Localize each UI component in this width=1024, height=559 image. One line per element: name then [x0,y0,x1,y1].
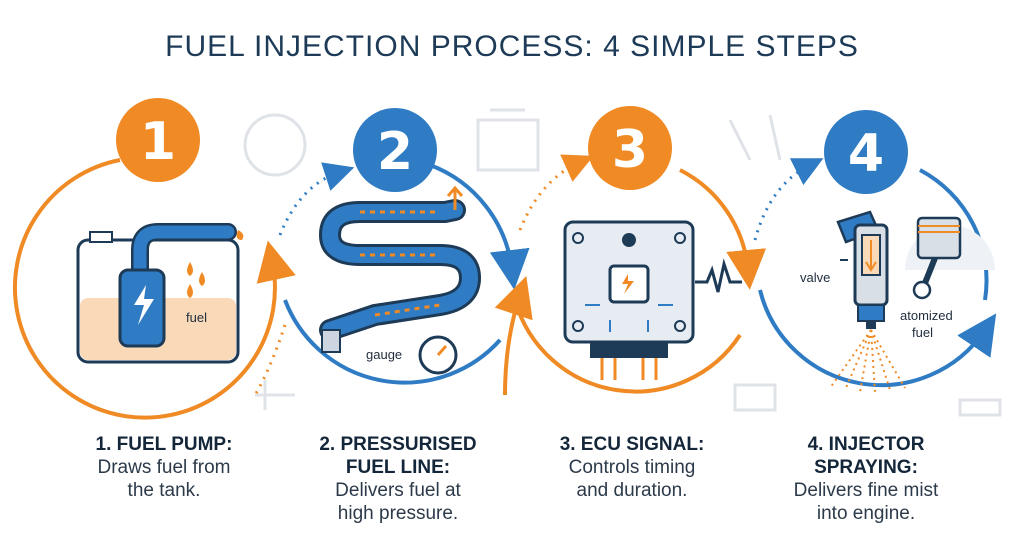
step-4-heading-line-1: 4. INJECTOR [807,434,925,455]
step-2-ring [429,163,530,290]
page-title: FUEL INJECTION PROCESS: 4 SIMPLE STEPS [165,30,859,63]
connector-2-3-up [494,276,533,396]
step-4-line-2: into engine. [816,503,916,524]
step-1-line-2: the tank. [127,480,201,501]
step-2-badge: 2 [353,108,437,192]
faint-battery-icon [733,383,777,412]
atomized-label-line-1: atomized [900,308,953,323]
step-1-number: 1 [140,112,176,172]
step-4-ring [919,168,989,301]
fuel-drops-icon [187,230,244,298]
step-2-heading-line-2: FUEL LINE: [345,457,451,478]
piston-icon [905,216,995,300]
step-3-ring-lower [513,299,742,394]
fuel-label: fuel [186,310,207,325]
step-1-ring [12,158,296,420]
step-4-caption: 4. INJECTOR SPRAYING: Delivers fine mist… [751,433,981,525]
step-4-heading-line-2: SPRAYING: [814,457,918,478]
faint-wrench-icon [255,380,295,410]
step-2-caption: 2. PRESSURISED FUEL LINE: Delivers fuel … [283,433,513,525]
connector-1-2 [278,162,355,236]
faint-spark-plug-icon [728,114,782,161]
atomized-label-line-2: fuel [912,325,933,340]
step-3-caption: 3. ECU SIGNAL: Controls timing and durat… [517,433,747,502]
faint-engine-icon [476,108,540,172]
step-1-badge: 1 [116,98,200,182]
fuel-line-illustration: gauge [318,185,482,375]
signal-wave-icon [695,258,742,293]
fuel-pump-icon [118,268,166,348]
pressure-gauge-icon [418,335,458,375]
step-3-ring [679,168,767,290]
step-2-ring-lower [283,299,502,385]
spray-mist-icon [829,329,906,393]
faint-gauge-icon [243,113,307,177]
step-2-line-2: high pressure. [337,503,459,524]
step-1-line-1: Draws fuel from [97,457,231,478]
step-3-number: 3 [612,120,648,180]
injector-illustration: valve atomized fuel [800,210,995,393]
step-3-heading: 3. ECU SIGNAL: [559,434,705,455]
connector-1-2-lower [253,324,287,396]
step-4-number: 4 [848,124,884,184]
step-1-caption: 1. FUEL PUMP: Draws fuel from the tank. [49,433,279,502]
step-1-heading: 1. FUEL PUMP: [95,434,233,455]
step-2-number: 2 [377,122,413,182]
step-2-heading-line-1: 2. PRESSURISED [319,434,477,455]
background-decor [243,108,1002,417]
step-3-badge: 3 [588,106,672,190]
connector-2-3 [518,154,594,231]
faint-part-icon [958,398,1002,417]
step-4-ring-lower [758,289,997,388]
step-2-line-1: Delivers fuel at [335,480,461,501]
ecu-illustration [563,220,742,380]
chip-icon [608,264,650,304]
connector-3-4 [753,158,824,241]
step-3-line-2: and duration. [576,480,688,501]
valve-label: valve [800,270,830,285]
step-3-line-1: Controls timing [568,457,696,478]
gauge-label: gauge [366,347,402,362]
step-4-line-1: Delivers fine mist [793,480,939,501]
step-4-badge: 4 [824,110,908,194]
fuel-tank-illustration: fuel [76,223,244,364]
